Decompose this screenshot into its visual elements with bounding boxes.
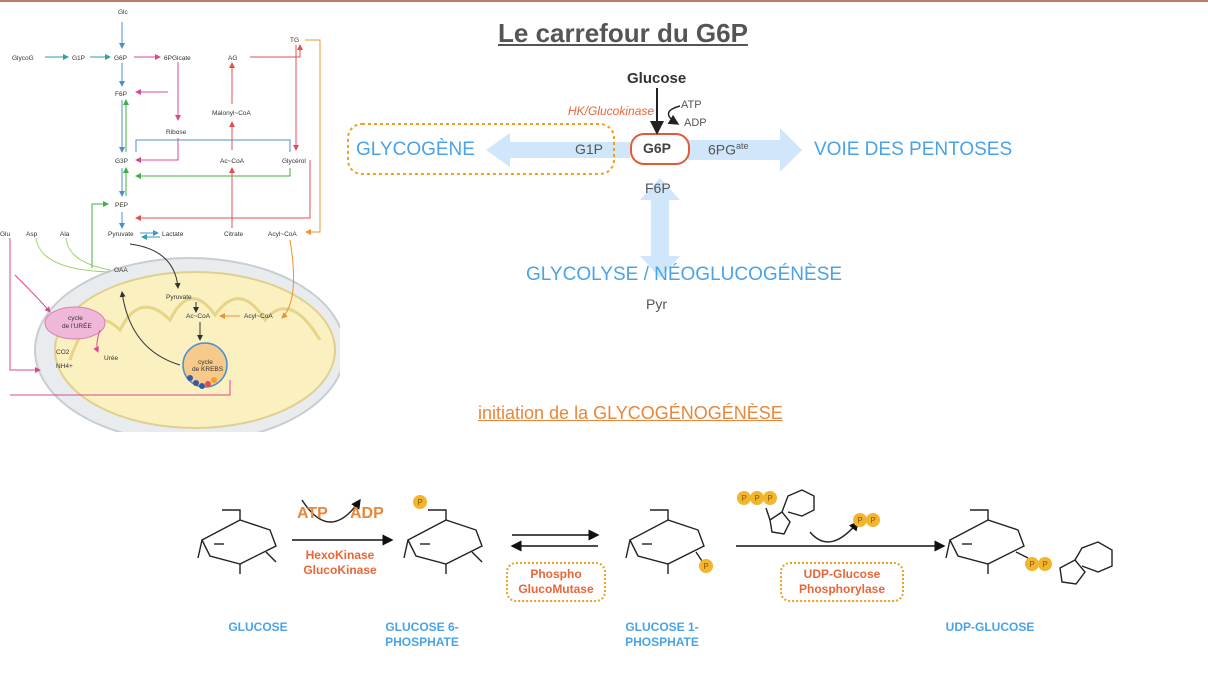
- svg-text:CO2: CO2: [56, 349, 70, 356]
- svg-text:Lactate: Lactate: [162, 231, 184, 238]
- svg-text:PEP: PEP: [115, 202, 128, 209]
- g1p-line2: PHOSPHATE: [625, 635, 699, 649]
- phosphorylase-text: Phosphorylase: [798, 582, 886, 596]
- svg-text:G3P: G3P: [115, 158, 128, 165]
- page-title: Le carrefour du G6P: [498, 18, 748, 48]
- glucomutase-text: GlucoMutase: [518, 582, 594, 596]
- udp-phosphorylase-box: UDP-Glucose Phosphorylase: [780, 562, 904, 602]
- crossroads-diagram: [347, 88, 802, 278]
- svg-text:Glc: Glc: [118, 9, 129, 16]
- phosphate-dots: [413, 491, 1052, 573]
- g6p-line1: GLUCOSE 6-: [385, 620, 459, 634]
- adp-reaction-label: ADP: [350, 505, 384, 522]
- phosphoglucomutase-box: Phospho GlucoMutase: [506, 562, 606, 602]
- svg-text:P: P: [767, 494, 772, 503]
- adp-label: ADP: [684, 117, 707, 129]
- svg-text:de l'URÉE: de l'URÉE: [62, 321, 92, 330]
- uree-cycle: [44, 306, 106, 340]
- hexokinase-label: HexoKinase GlucoKinase: [296, 548, 384, 578]
- g6p-line2: PHOSPHATE: [385, 635, 459, 649]
- svg-text:Malonyl~CoA: Malonyl~CoA: [212, 110, 252, 117]
- svg-text:P: P: [703, 562, 708, 571]
- svg-text:P: P: [870, 516, 875, 525]
- g1p-ring: [629, 519, 705, 565]
- g1p-molecule-label: GLUCOSE 1- PHOSPHATE: [612, 620, 712, 650]
- svg-text:cycle: cycle: [198, 359, 213, 366]
- p-dot-label: P: [417, 498, 422, 507]
- pg6-label: 6PGate: [708, 141, 749, 158]
- f6p-label: F6P: [645, 180, 671, 196]
- svg-text:Citrate: Citrate: [224, 231, 244, 238]
- glucokinase-text: GlucoKinase: [303, 563, 377, 577]
- svg-text:NH4+: NH4+: [56, 363, 73, 370]
- atp-reaction-label: ATP: [297, 505, 328, 522]
- svg-text:TG: TG: [290, 37, 299, 44]
- glucose-label: Glucose: [627, 70, 687, 87]
- glucose-molecule-label: GLUCOSE: [228, 620, 288, 634]
- udpg-text: UDP-Glucose: [803, 567, 881, 581]
- svg-text:Acyl~CoA: Acyl~CoA: [268, 231, 297, 238]
- g6p-label: G6P: [643, 140, 672, 156]
- svg-text:AG: AG: [228, 55, 237, 62]
- svg-text:OAA: OAA: [114, 267, 128, 274]
- svg-text:P: P: [754, 494, 759, 503]
- top-border: [0, 0, 1208, 2]
- svg-text:Ala: Ala: [60, 231, 70, 238]
- svg-text:Ac~CoA: Ac~CoA: [220, 158, 245, 165]
- svg-text:Asp: Asp: [26, 231, 38, 238]
- g6p-molecule-label: GLUCOSE 6- PHOSPHATE: [372, 620, 472, 650]
- pyr-label: Pyr: [646, 296, 667, 312]
- hexokinase-text: HexoKinase: [305, 548, 375, 562]
- glycogene-label: GLYCOGÈNE: [356, 139, 475, 160]
- svg-text:cycle: cycle: [68, 315, 83, 322]
- svg-text:Pyruvate: Pyruvate: [108, 231, 134, 238]
- svg-text:Ac~CoA: Ac~CoA: [186, 313, 211, 320]
- section-subtitle: initiation de la GLYCOGÉNOGÉNÈSE: [478, 403, 783, 423]
- map-labels: Glc GlycoG G1P G6P 6PGlcate AG TG F6P Ma…: [0, 9, 306, 373]
- phospho-text: Phospho: [530, 567, 582, 581]
- udp-glucose-ring: [949, 519, 1025, 565]
- svg-text:P: P: [741, 494, 746, 503]
- udp-glucose-molecule-label: UDP-GLUCOSE: [945, 620, 1035, 634]
- svg-text:P: P: [1042, 560, 1047, 569]
- svg-text:de KREBS: de KREBS: [192, 366, 224, 373]
- pg6-base: 6PG: [708, 141, 737, 158]
- glucose-ring: [201, 519, 277, 565]
- arrow-glycolyse: [640, 178, 680, 278]
- glycogene-box: [347, 123, 615, 175]
- g6p-ring: [407, 519, 483, 565]
- svg-text:G6P: G6P: [114, 55, 127, 62]
- svg-text:Ribose: Ribose: [166, 129, 187, 136]
- hk-enzyme-label: HK/Glucokinase: [568, 104, 655, 118]
- krebs-cycle: [182, 342, 228, 388]
- pentoses-label: VOIE DES PENTOSES: [814, 139, 1013, 160]
- svg-text:G1P: G1P: [72, 55, 85, 62]
- glycolyse-label: GLYCOLYSE / NÉOGLUCOGÉNÈSE: [526, 264, 843, 285]
- g1p-line1: GLUCOSE 1-: [625, 620, 699, 634]
- atp-label: ATP: [681, 99, 702, 111]
- svg-text:Acyl~CoA: Acyl~CoA: [244, 313, 273, 320]
- svg-text:GlycoG: GlycoG: [12, 55, 34, 62]
- metabolic-map: Glc GlycoG G1P G6P 6PGlcate AG TG F6P Ma…: [0, 9, 340, 432]
- arrow-glycogene: [486, 133, 630, 167]
- g1p-label: G1P: [575, 141, 604, 157]
- svg-text:Glu: Glu: [0, 231, 11, 238]
- svg-text:Glycérol: Glycérol: [282, 158, 306, 165]
- svg-text:Urée: Urée: [104, 355, 118, 362]
- arrow-pentoses: [688, 128, 802, 172]
- svg-text:6PGlcate: 6PGlcate: [164, 55, 191, 62]
- svg-text:Pyruvate: Pyruvate: [166, 294, 192, 301]
- svg-text:P: P: [1029, 560, 1034, 569]
- pg6-sup: ate: [736, 141, 749, 151]
- svg-text:F6P: F6P: [115, 91, 127, 98]
- svg-text:P: P: [857, 516, 862, 525]
